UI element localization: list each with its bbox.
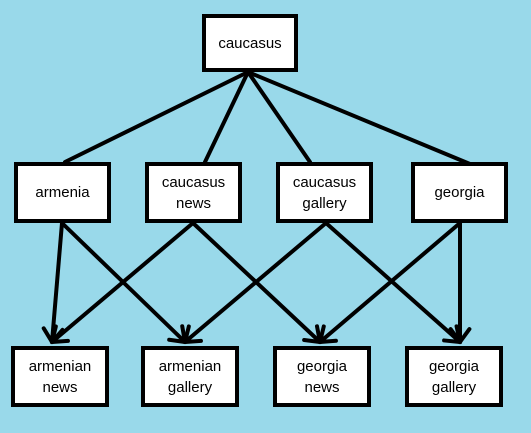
edge-armenia-to-armenian-news <box>50 221 64 344</box>
edge-caucasus-news-to-armenian-news <box>50 221 195 344</box>
node-label-armenian-news: armenian news <box>28 357 92 396</box>
edge-caucasus-to-armenia <box>63 70 250 164</box>
arrowhead-georgia-news-7-0 <box>302 338 322 344</box>
arrowhead-georgia-gallery-11-0 <box>448 327 462 344</box>
arrowhead-georgia-news-10-0 <box>318 324 326 344</box>
edge-caucasus-to-caucasus-news <box>203 70 250 164</box>
arrowhead-armenian-gallery-5-0 <box>167 337 187 344</box>
edge-caucasus-to-georgia <box>246 70 472 166</box>
arrowhead-georgia-gallery-11-1 <box>458 327 472 344</box>
node-label-georgia-gallery: georgia gallery <box>428 357 480 396</box>
node-label-caucasus-news: caucasus news <box>161 173 226 212</box>
node-label-armenian-gallery: armenian gallery <box>158 357 222 396</box>
node-armenia: armenia <box>14 162 111 223</box>
node-caucasus-news: caucasus news <box>145 162 242 223</box>
arrowhead-armenian-news-6-1 <box>50 338 70 344</box>
node-georgia-gallery: georgia gallery <box>405 346 503 407</box>
node-caucasus: caucasus <box>202 14 298 72</box>
node-label-georgia: georgia <box>434 184 485 201</box>
node-label-caucasus: caucasus <box>218 34 282 52</box>
arrowhead-armenian-news-6-0 <box>50 324 58 344</box>
edge-georgia-to-georgia-news <box>318 221 462 344</box>
node-armenian-news: armenian news <box>11 346 109 407</box>
edge-caucasus-gallery-to-armenian-gallery <box>183 221 328 344</box>
node-caucasus-gallery: caucasus gallery <box>276 162 373 223</box>
node-georgia: georgia <box>411 162 508 223</box>
node-armenian-gallery: armenian gallery <box>141 346 239 407</box>
arrowhead-georgia-news-10-1 <box>318 338 338 344</box>
node-label-georgia-news: georgia news <box>296 357 348 396</box>
node-label-caucasus-gallery: caucasus gallery <box>292 173 357 212</box>
arrowhead-armenian-gallery-8-1 <box>183 338 203 344</box>
edge-caucasus-to-caucasus-gallery <box>246 70 312 164</box>
node-georgia-news: georgia news <box>273 346 371 407</box>
node-label-armenia: armenia <box>35 184 90 201</box>
arrowhead-armenian-gallery-8-0 <box>183 324 191 344</box>
